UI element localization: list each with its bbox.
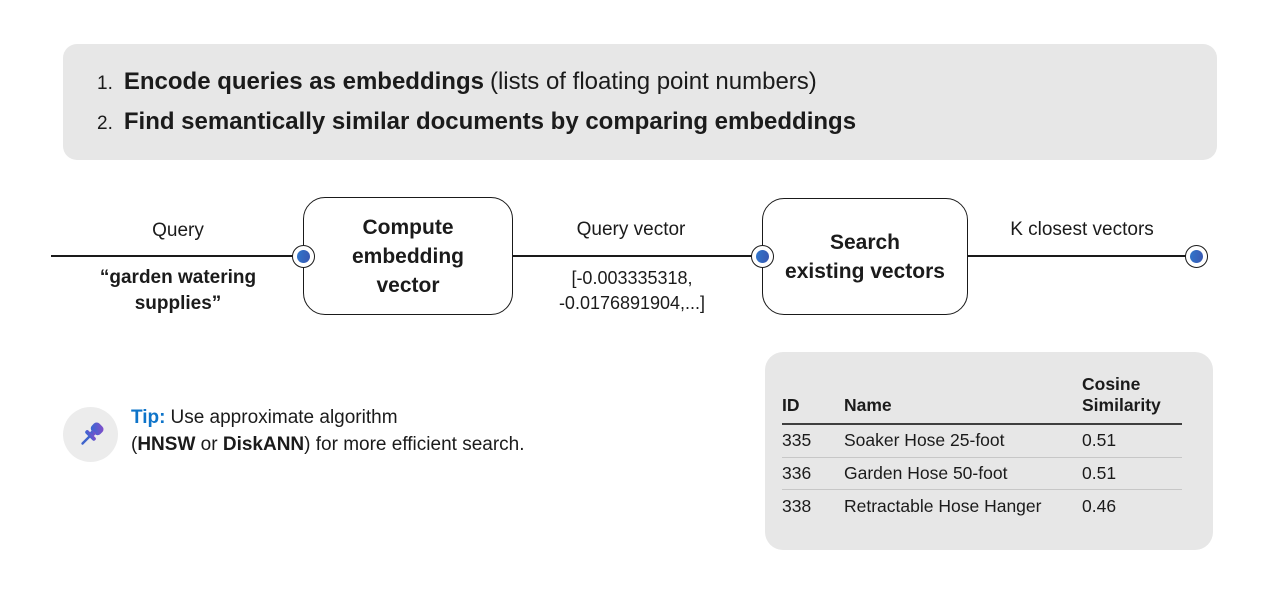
query-vector-label: Query vector bbox=[576, 219, 686, 240]
connector-dot-icon bbox=[1189, 249, 1203, 263]
query-vector-value: [-0.003335318, -0.0176891904,...] bbox=[558, 268, 706, 313]
query-label: Query bbox=[152, 220, 204, 241]
table-row: 338 Retractable Hose Hanger 0.46 bbox=[782, 490, 1182, 523]
cell-cosine-similarity: 0.46 bbox=[1082, 495, 1117, 516]
instruction-item-2: 2. Find semantically similar documents b… bbox=[97, 107, 1217, 138]
connector-node-icon bbox=[1184, 244, 1208, 268]
tip-line2-open: ( bbox=[131, 434, 138, 455]
tip-algo-diskann: DiskANN bbox=[222, 434, 305, 455]
instruction-text: Find semantically similar documents by c… bbox=[124, 107, 862, 136]
instruction-number: 1. bbox=[97, 72, 113, 94]
instruction-bold-text: Encode queries as embeddings bbox=[123, 67, 484, 95]
tip-line1-text: Use approximate algorithm bbox=[170, 407, 398, 428]
instruction-regular-text: (lists of floating point numbers) bbox=[489, 67, 817, 95]
tip-algo-hnsw: HNSW bbox=[137, 434, 196, 455]
box-line: vector bbox=[376, 273, 440, 297]
instruction-bold-text: Find semantically similar documents by c… bbox=[123, 107, 857, 135]
table-row: 335 Soaker Hose 25-foot 0.51 bbox=[782, 425, 1182, 458]
tip-line2-middle: or bbox=[195, 434, 223, 455]
connector-node-icon bbox=[291, 244, 315, 268]
table-header-row: ID Name Cosine Similarity bbox=[782, 374, 1182, 425]
cell-id: 336 bbox=[782, 462, 812, 483]
flow-line-middle bbox=[513, 255, 762, 257]
instruction-number: 2. bbox=[97, 112, 113, 134]
instruction-text: Encode queries as embeddings(lists of fl… bbox=[124, 67, 817, 96]
compute-embedding-box: Compute embedding vector bbox=[303, 197, 513, 315]
results-table-card: ID Name Cosine Similarity 335 Soaker Hos… bbox=[765, 352, 1213, 550]
cell-name: Retractable Hose Hanger bbox=[844, 495, 1042, 516]
connector-dot-icon bbox=[296, 249, 310, 263]
k-closest-label: K closest vectors bbox=[1010, 219, 1154, 240]
cell-cosine-similarity: 0.51 bbox=[1082, 430, 1117, 451]
query-value: “garden watering supplies” bbox=[99, 267, 257, 314]
cell-id: 335 bbox=[782, 430, 812, 451]
instructions-card: 1. Encode queries as embeddings(lists of… bbox=[63, 44, 1217, 160]
table-row: 336 Garden Hose 50-foot 0.51 bbox=[782, 458, 1182, 490]
instruction-item-1: 1. Encode queries as embeddings(lists of… bbox=[97, 67, 1217, 98]
cell-name: Garden Hose 50-foot bbox=[844, 462, 1008, 483]
box-line: Search bbox=[829, 230, 901, 254]
cell-id: 338 bbox=[782, 495, 812, 516]
search-vectors-box: Search existing vectors bbox=[762, 198, 968, 315]
tip-line-2: (HNSW or DiskANN) for more efficient sea… bbox=[131, 431, 601, 458]
results-table: ID Name Cosine Similarity 335 Soaker Hos… bbox=[782, 374, 1182, 523]
cell-cosine-similarity: 0.51 bbox=[1082, 462, 1117, 483]
column-header-id: ID bbox=[782, 395, 800, 415]
connector-dot-icon bbox=[755, 249, 769, 263]
tip-label: Tip: bbox=[131, 407, 166, 428]
pushpin-icon bbox=[80, 422, 103, 445]
connector-node-icon bbox=[750, 244, 774, 268]
box-line: Compute bbox=[362, 215, 454, 239]
tip-line2-rest: ) for more efficient search. bbox=[304, 434, 525, 455]
flow-line-output bbox=[968, 255, 1196, 257]
column-header-cosine-similarity: Cosine Similarity bbox=[1082, 374, 1161, 415]
tip-line-1: Tip:Use approximate algorithm bbox=[131, 404, 601, 431]
column-header-name: Name bbox=[844, 395, 892, 415]
tip-icon-circle bbox=[63, 407, 118, 462]
box-line: existing vectors bbox=[785, 259, 945, 283]
cell-name: Soaker Hose 25-foot bbox=[844, 430, 1005, 451]
box-line: embedding bbox=[351, 244, 464, 268]
flow-line-input bbox=[51, 255, 303, 257]
tip-text: Tip:Use approximate algorithm (HNSW or D… bbox=[131, 404, 601, 458]
